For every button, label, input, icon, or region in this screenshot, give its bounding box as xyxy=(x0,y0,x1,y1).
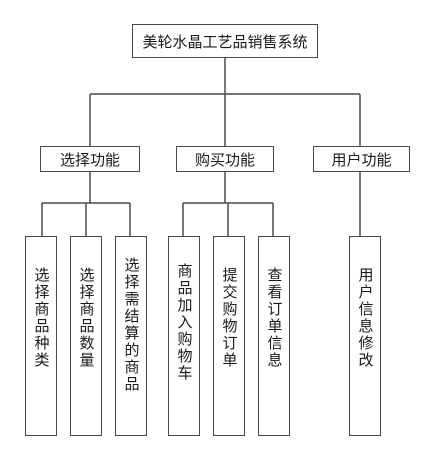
leaf-label: 查看订单信息 xyxy=(265,267,284,369)
leaf-select-checkout-items: 选择需结算的商品 xyxy=(115,236,147,436)
leaf-view-order: 查看订单信息 xyxy=(258,236,290,436)
leaf-label: 选择商品种类 xyxy=(32,267,51,369)
module-select: 选择功能 xyxy=(40,146,140,172)
leaf-submit-order: 提交购物订单 xyxy=(213,236,245,436)
leaf-label: 用户信息修改 xyxy=(356,267,375,369)
leaf-select-quantity: 选择商品数量 xyxy=(70,236,102,436)
module-user: 用户功能 xyxy=(313,146,410,172)
leaf-label: 提交购物订单 xyxy=(220,267,239,369)
leaf-select-category: 选择商品种类 xyxy=(25,236,57,436)
module-purchase: 购买功能 xyxy=(176,146,274,172)
leaf-label: 商品加入购物车 xyxy=(175,263,194,382)
leaf-add-to-cart: 商品加入购物车 xyxy=(168,236,200,436)
leaf-label: 选择需结算的商品 xyxy=(122,257,141,393)
leaf-label: 选择商品数量 xyxy=(77,267,96,369)
root-node: 美轮水晶工艺品销售系统 xyxy=(132,24,318,58)
leaf-edit-user-info: 用户信息修改 xyxy=(349,236,381,436)
